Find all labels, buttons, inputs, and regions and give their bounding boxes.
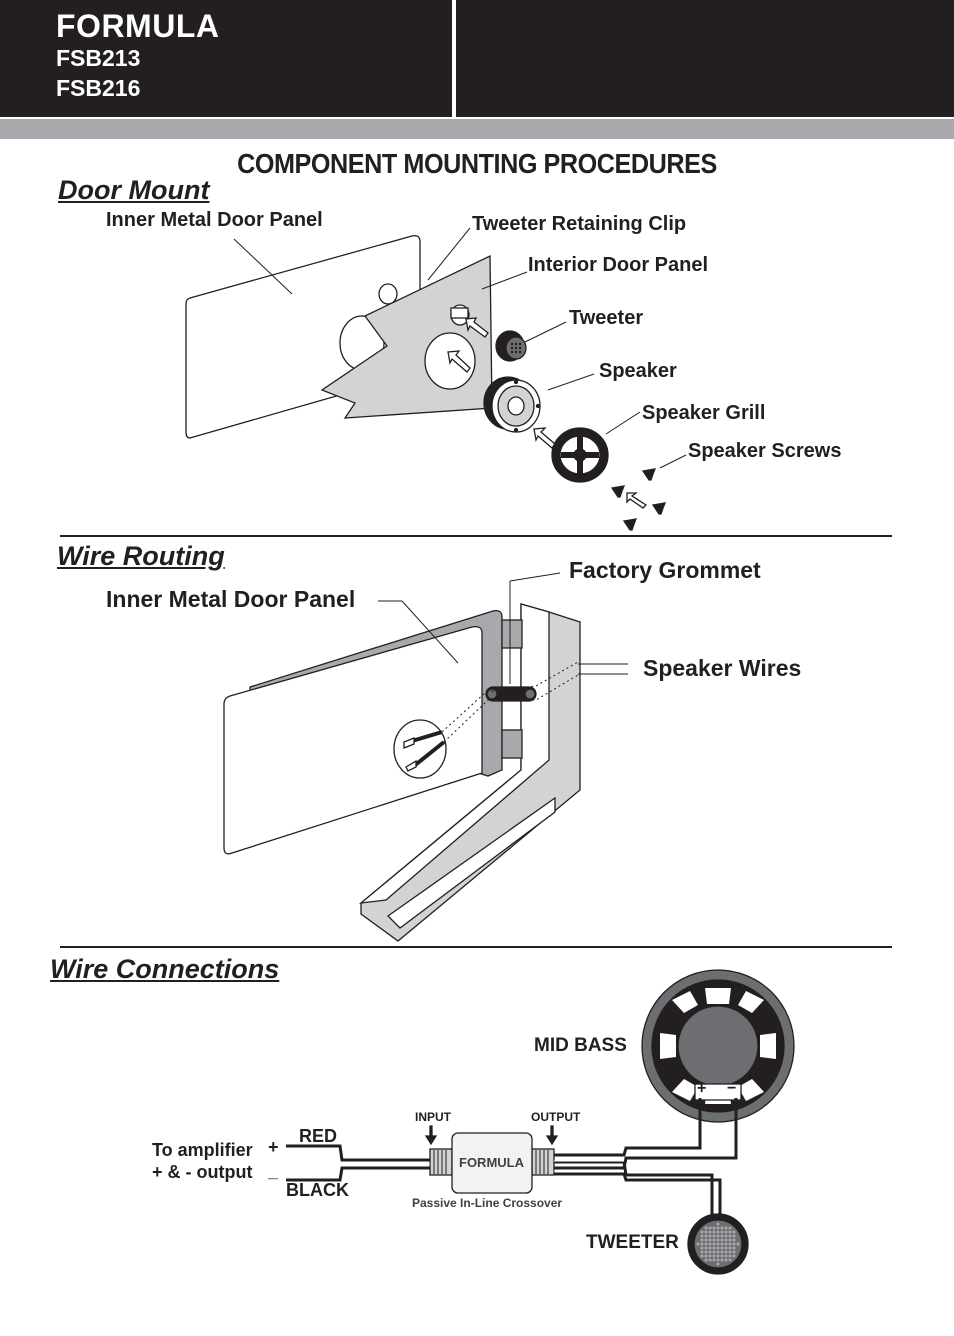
header-grey-band (0, 119, 954, 139)
grill-arrow-icon (533, 427, 556, 449)
label-terminal-plus: + (697, 1080, 707, 1097)
label-output: OUTPUT (531, 1110, 581, 1124)
speaker-grill-icon (551, 427, 609, 483)
label-interior-door-panel: Interior Door Panel (528, 254, 709, 276)
page-title: COMPONENT MOUNTING PROCEDURES (237, 148, 717, 179)
label-amplifier-output: + & - output (152, 1162, 253, 1182)
factory-grommet-icon (485, 686, 537, 702)
header-divider (452, 0, 456, 117)
mid-bass-speaker-icon (641, 969, 795, 1123)
door-mount-title: Door Mount (58, 175, 210, 205)
label-wr-inner-metal-door-panel: Inner Metal Door Panel (106, 586, 356, 612)
label-tweeter-wc: TWEETER (586, 1232, 679, 1253)
label-tweeter: Tweeter (569, 307, 644, 329)
door-mount-diagram (185, 227, 687, 531)
label-input: INPUT (415, 1110, 451, 1124)
label-red: RED (299, 1126, 338, 1146)
brand-name: FORMULA (56, 8, 220, 44)
label-mid-bass: MID BASS (534, 1035, 627, 1056)
label-factory-grommet: Factory Grommet (569, 557, 761, 583)
screw-arrow-icon (626, 492, 648, 509)
label-speaker-grill: Speaker Grill (642, 402, 766, 424)
label-crossover-caption: Passive In-Line Crossover (412, 1196, 563, 1210)
label-plus: + (268, 1137, 279, 1157)
label-black: BLACK (286, 1180, 349, 1200)
tweeter-icon (687, 1213, 749, 1275)
clip-arrow-icon (465, 317, 489, 338)
output-arrow-icon (545, 1125, 559, 1146)
label-terminal-minus: − (727, 1080, 737, 1097)
header-right-block (456, 0, 954, 117)
crossover-icon (429, 1132, 555, 1194)
label-inner-metal-door-panel: Inner Metal Door Panel (106, 209, 323, 231)
label-minus: _ (268, 1161, 279, 1181)
label-tweeter-retaining-clip: Tweeter Retaining Clip (472, 213, 687, 235)
model-number-2: FSB216 (56, 75, 141, 101)
label-speaker-screws: Speaker Screws (688, 440, 842, 462)
label-speaker: Speaker (599, 360, 677, 382)
label-speaker-wires: Speaker Wires (643, 655, 802, 681)
wire-routing-diagram (223, 572, 628, 942)
wire-connections-title: Wire Connections (50, 954, 280, 984)
model-number-1: FSB213 (56, 45, 141, 71)
header-left-block (0, 0, 452, 117)
label-crossover-brand: FORMULA (459, 1155, 524, 1170)
inner-metal-panel-front (223, 625, 483, 855)
wire-routing-title: Wire Routing (57, 541, 225, 571)
speaker-arrow-icon (447, 350, 471, 373)
wire-connections-diagram (286, 969, 795, 1275)
input-arrow-icon (424, 1125, 438, 1146)
label-to-amplifier: To amplifier (152, 1140, 253, 1160)
tweeter-retaining-clip-icon (450, 307, 469, 319)
speaker-screws-icon (610, 468, 667, 531)
inner-panel-hole-small (378, 283, 398, 305)
